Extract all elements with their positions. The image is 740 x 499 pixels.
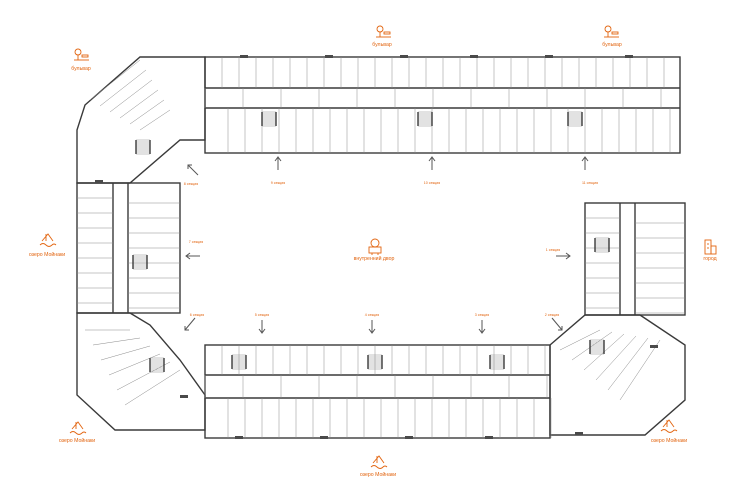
- section-labels: 8 секция 9 секция 10 секция 11 секция 7 …: [184, 181, 598, 317]
- lake-label: озеро Мойнаки: [29, 251, 65, 258]
- entrance-arrows: [184, 156, 589, 334]
- section-4-label: 4 секция: [365, 313, 379, 317]
- lake-icon: [660, 419, 678, 433]
- lake-label: озеро Мойнаки: [59, 437, 95, 444]
- section-10-label: 10 секция: [424, 181, 440, 185]
- section-11-label: 11 секция: [582, 181, 598, 185]
- lake-icon: [69, 421, 87, 435]
- bench-icon: [604, 25, 619, 38]
- boulevard-label: бульвар: [372, 42, 392, 48]
- lake-icon: [370, 455, 388, 469]
- lake-label: озеро Мойнаки: [651, 437, 687, 444]
- city-icon: [704, 239, 717, 255]
- city-label: город: [703, 256, 716, 262]
- section-9-label: 9 секция: [271, 181, 285, 185]
- boulevard-label: бульвар: [71, 66, 91, 72]
- section-5-label: 5 секция: [255, 313, 269, 317]
- bench-icon: [74, 48, 89, 61]
- boulevard-label: бульвар: [602, 42, 622, 48]
- courtyard-icon: [368, 238, 382, 255]
- section-8-label: 8 секция: [184, 182, 198, 186]
- section-2-label: 2 секция: [545, 313, 559, 317]
- courtyard-label: внутренний двор: [354, 255, 395, 262]
- section-1-label: 1 секция: [546, 248, 560, 252]
- lake-label: озеро Мойнаки: [360, 471, 396, 478]
- landmark-labels: бульвар бульвар бульвар озеро Мойнаки вн…: [29, 42, 717, 478]
- section-7-label: 7 секция: [189, 240, 203, 244]
- lake-icon: [39, 233, 57, 247]
- section-6-label: 6 секция: [190, 313, 204, 317]
- building-walls: [76, 56, 686, 439]
- stairwells: [95, 55, 658, 439]
- section-3-label: 3 секция: [475, 313, 489, 317]
- bench-icon: [376, 25, 391, 38]
- apartment-partitions: [77, 57, 685, 438]
